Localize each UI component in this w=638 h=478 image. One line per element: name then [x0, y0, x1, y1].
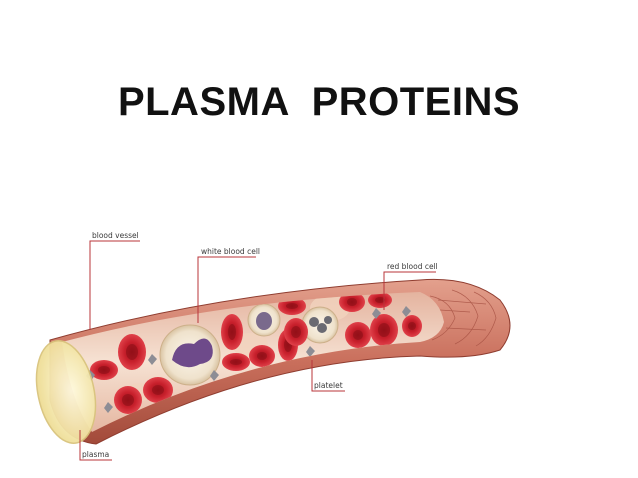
- red-blood-cell: [284, 318, 308, 346]
- label-blood-vessel: blood vessel: [92, 231, 139, 240]
- red-blood-cell: [118, 334, 146, 370]
- label-platelet: platelet: [314, 381, 343, 390]
- label-plasma: plasma: [82, 450, 109, 459]
- white-blood-cell: [302, 307, 338, 343]
- red-blood-cell: [222, 353, 250, 371]
- red-blood-cell: [249, 345, 275, 367]
- label-white-blood-cell: white blood cell: [201, 247, 260, 256]
- red-blood-cell: [402, 315, 422, 337]
- red-blood-cell: [221, 314, 243, 350]
- red-blood-cell: [90, 360, 118, 380]
- white-blood-cell: [248, 304, 280, 336]
- red-blood-cell: [345, 322, 371, 348]
- red-blood-cell: [114, 386, 142, 414]
- label-red-blood-cell: red blood cell: [387, 262, 438, 271]
- red-blood-cell: [370, 314, 398, 346]
